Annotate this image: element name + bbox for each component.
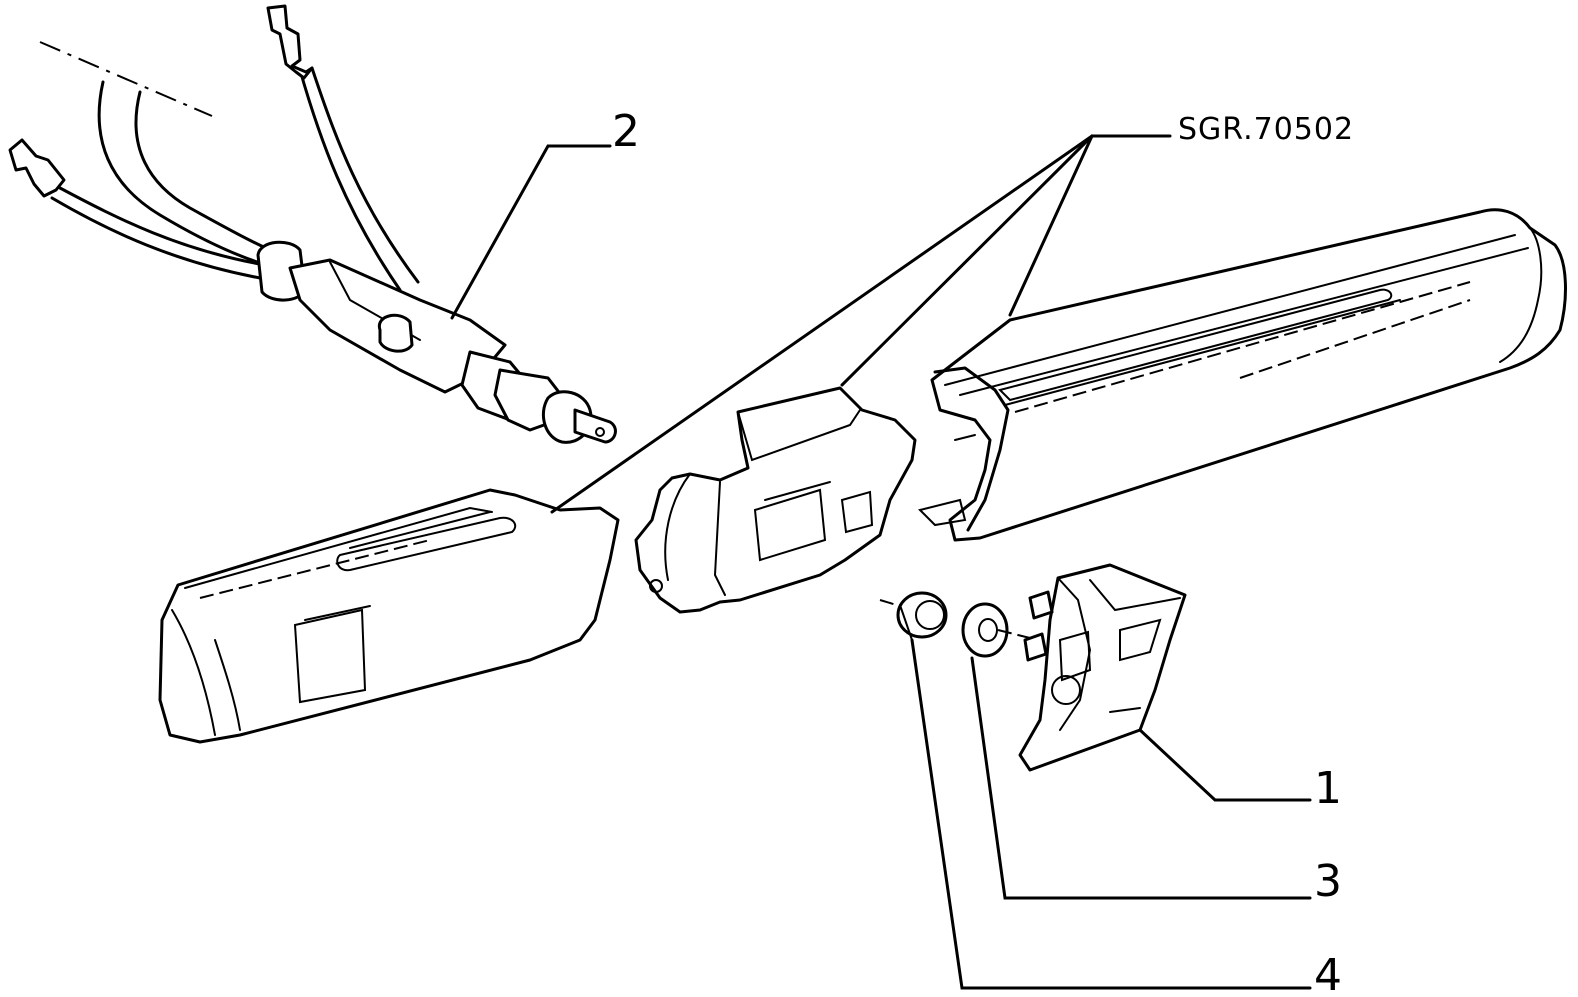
callout-1-label: 1 <box>1314 763 1342 814</box>
armrest-front-cover-icon <box>158 488 620 744</box>
callout-3-label: 3 <box>1314 856 1342 907</box>
callout-2-label: 2 <box>612 106 640 157</box>
washer-icon <box>961 602 1031 658</box>
mounting-bracket-icon <box>1018 563 1187 772</box>
nut-icon <box>879 591 948 641</box>
reference-code-label: SGR.70502 <box>1178 112 1354 147</box>
armrest-hinge-bracket-icon <box>634 386 917 614</box>
wiring-harness-icon <box>8 4 617 444</box>
callout-4-label: 4 <box>1314 950 1342 997</box>
leader-lines <box>450 134 1312 990</box>
armrest-rear-section-icon <box>918 208 1567 542</box>
